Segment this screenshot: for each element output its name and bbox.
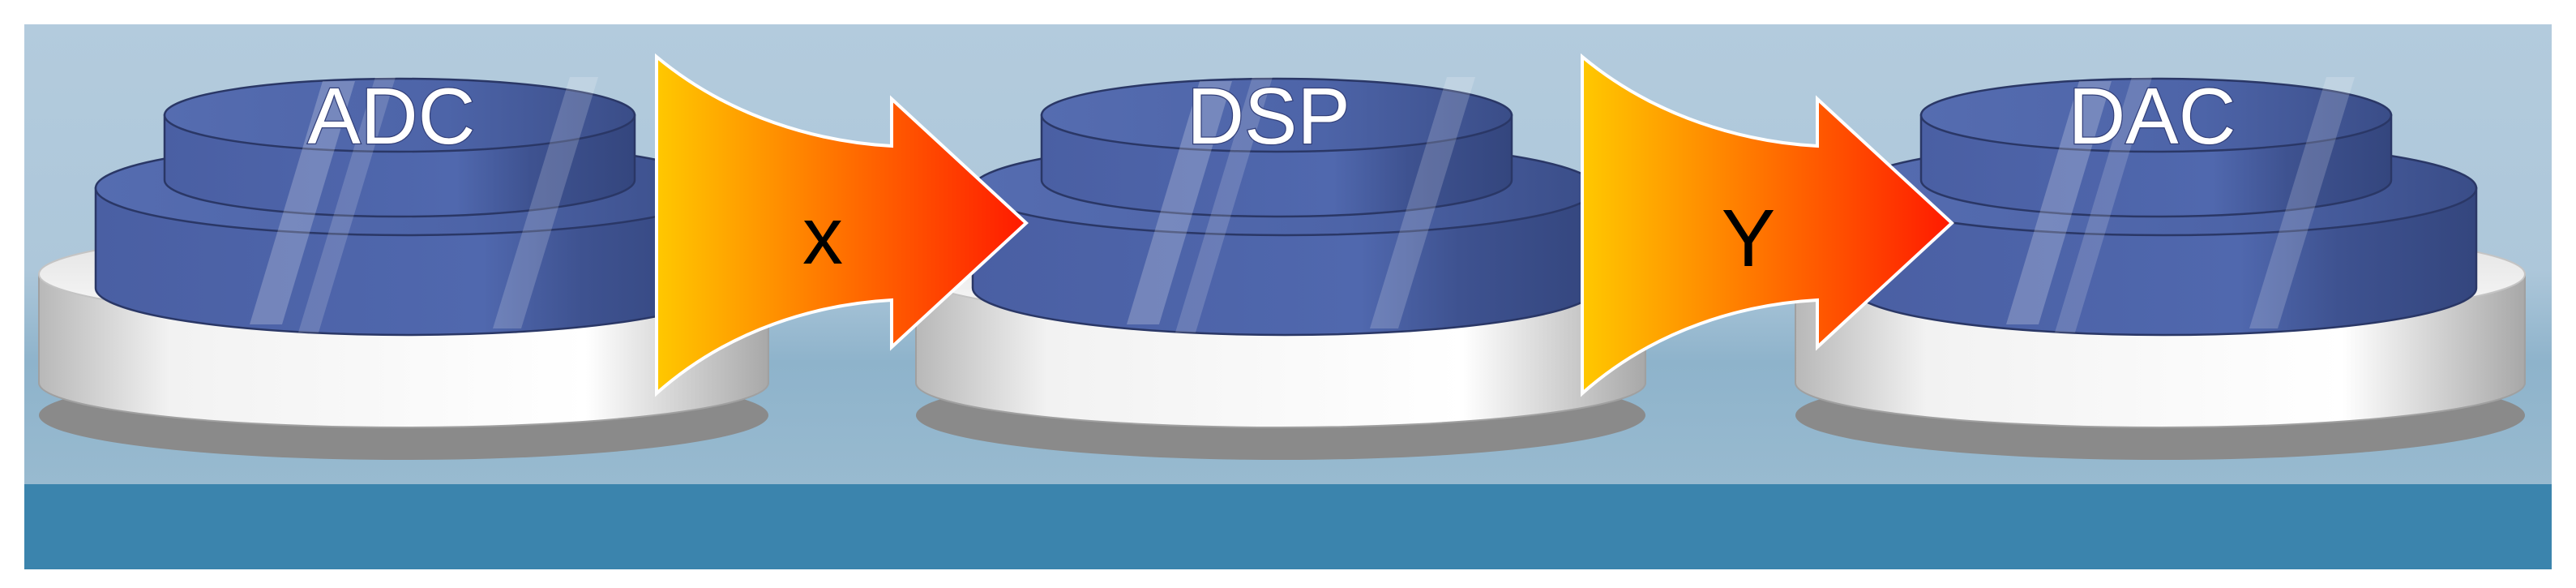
- stage-label: ADC: [308, 71, 476, 161]
- arrow-label: x: [802, 191, 843, 281]
- water-band: [24, 484, 2552, 569]
- arrow-label: Y: [1722, 193, 1776, 284]
- stage-adc: ADC: [37, 71, 770, 461]
- arrow-x: x: [655, 55, 1028, 395]
- arrow-y: Y: [1581, 55, 1953, 395]
- stage-dsp: DSP: [914, 71, 1647, 461]
- stage-dac: DAC: [1794, 71, 2527, 461]
- stage-label: DAC: [2069, 71, 2236, 161]
- stage-label: DSP: [1187, 71, 1350, 161]
